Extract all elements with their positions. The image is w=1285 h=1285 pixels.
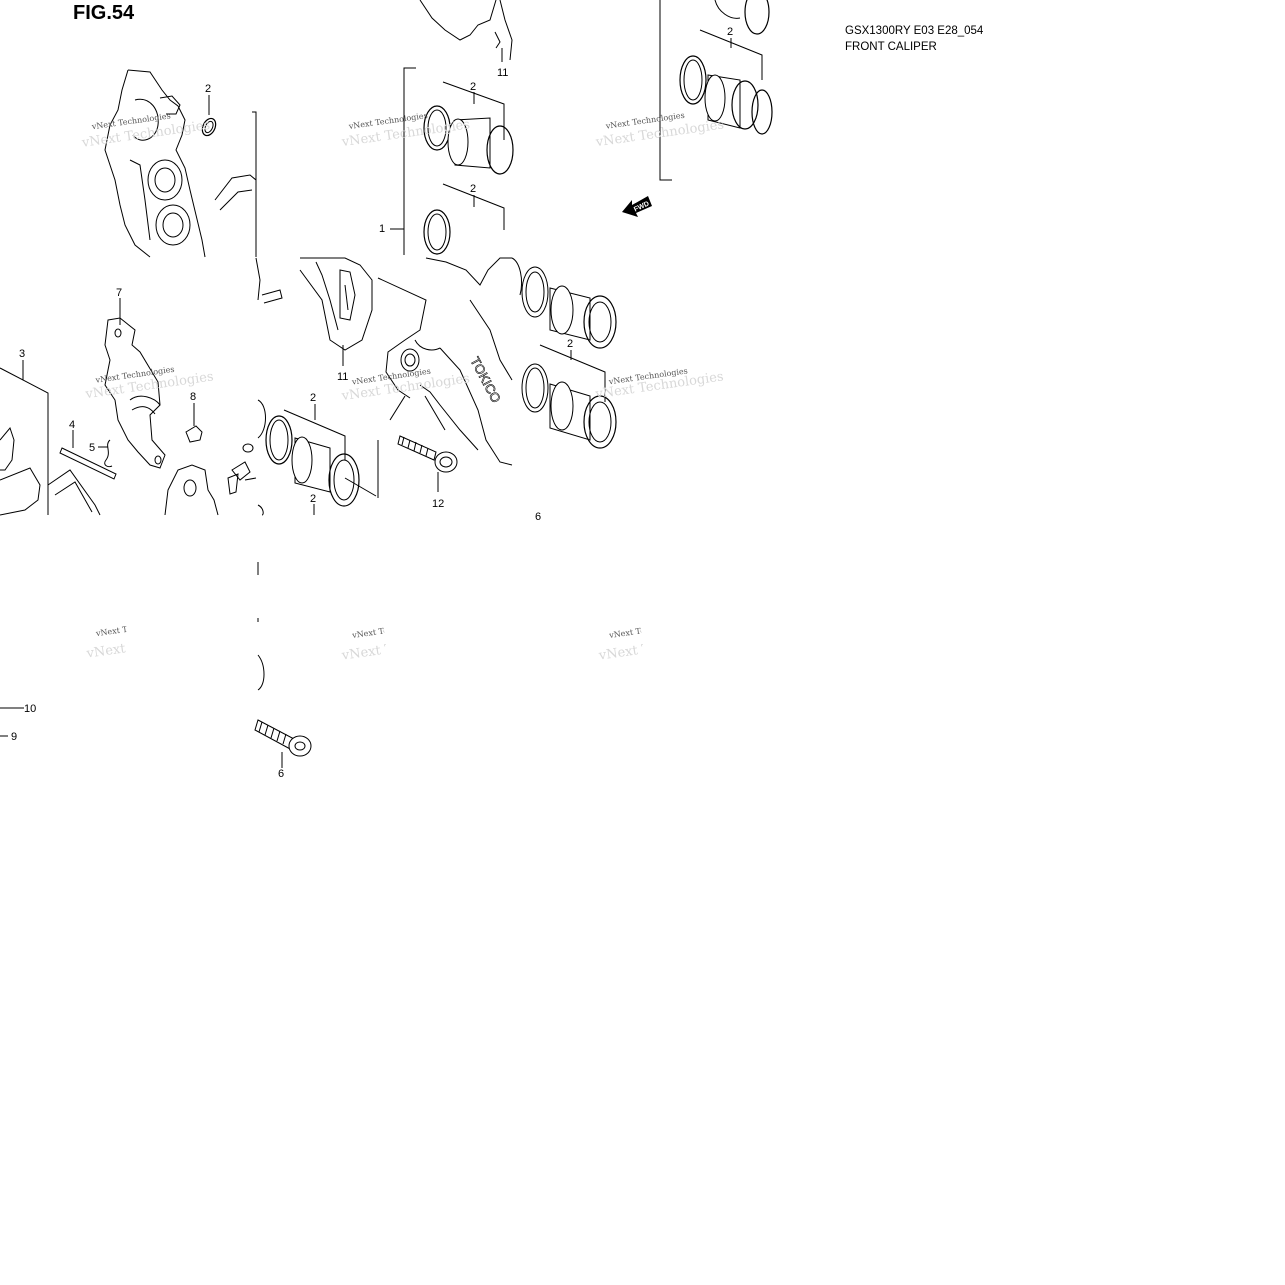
piston-seal-small (201, 95, 217, 137)
caliper-bolt-6 (254, 719, 312, 768)
pad-spring-5 (98, 439, 113, 468)
svg-text:vNext Technologies: vNext Technologies (94, 618, 175, 638)
kit-bracket-3 (0, 367, 49, 515)
caliper-edge-lower (257, 562, 265, 691)
main-caliper-body: TOKICO (377, 257, 513, 466)
callout-3: 3 (19, 348, 25, 360)
callout-1: 1 (379, 223, 385, 235)
mount-bolt-12 (397, 435, 458, 492)
watermark: vNext Technologies vNext Technologies (594, 111, 725, 151)
callout-11: 11 (337, 371, 348, 383)
piston-set-middle (423, 183, 505, 255)
diagram-caption: FRONT CALIPER (845, 41, 937, 53)
piston-set-right-center (511, 257, 617, 449)
callout-8: 8 (190, 391, 196, 403)
callout-11: 11 (497, 67, 508, 79)
callout-2: 2 (470, 81, 476, 93)
caliper-housing-top-left (104, 69, 257, 258)
svg-text:vNext Technologies: vNext Technologies (608, 620, 689, 640)
figure-number: FIG.54 (73, 2, 135, 24)
brake-pad-11 (255, 257, 373, 366)
callout-2: 2 (310, 493, 316, 505)
cap-plug-8 (185, 403, 203, 443)
watermark: vNext Technologies vNext Technologies (594, 366, 725, 402)
watermark: vNext Technologies vNext Technologies (597, 620, 689, 664)
callout-2: 2 (567, 338, 573, 350)
bleeder-valve (227, 443, 257, 495)
callout-6: 6 (535, 511, 541, 523)
watermark: vNext Technologies vNext Technologies (340, 367, 471, 405)
piston-set-lower-center (257, 399, 379, 516)
callout-5: 5 (89, 442, 95, 454)
caliper-edge-top (419, 0, 513, 62)
callout-10: 10 (24, 703, 36, 715)
callout-2: 2 (205, 83, 211, 95)
piston-set-top-right (659, 0, 773, 181)
callout-9: 9 (11, 731, 17, 743)
callout-7: 7 (116, 287, 122, 299)
piston-set-upper (423, 81, 514, 175)
svg-text:FWD: FWD (633, 200, 650, 213)
callout-12: 12 (432, 498, 444, 510)
caliper-housing-lower-left (164, 464, 219, 516)
watermark: vNext Technologies vNext Technologies (340, 620, 432, 664)
callout-2: 2 (727, 26, 733, 38)
callout-2: 2 (470, 183, 476, 195)
watermark: vNext Technologies vNext Technologies (85, 618, 175, 662)
callout-6: 6 (278, 768, 284, 780)
callout-4: 4 (69, 419, 75, 431)
kit-bracket-1 (403, 67, 416, 255)
callout-2: 2 (310, 392, 316, 404)
pad-shim-7 (104, 298, 166, 469)
model-code: GSX1300RY E03 E28_054 (845, 25, 984, 37)
svg-text:vNext Technologies: vNext Technologies (351, 620, 432, 640)
watermark: vNext Technologies vNext Technologies (80, 111, 211, 151)
fwd-arrow: FWD (622, 196, 652, 217)
brake-pads-left (0, 426, 101, 516)
pad-pin-4 (59, 430, 117, 480)
